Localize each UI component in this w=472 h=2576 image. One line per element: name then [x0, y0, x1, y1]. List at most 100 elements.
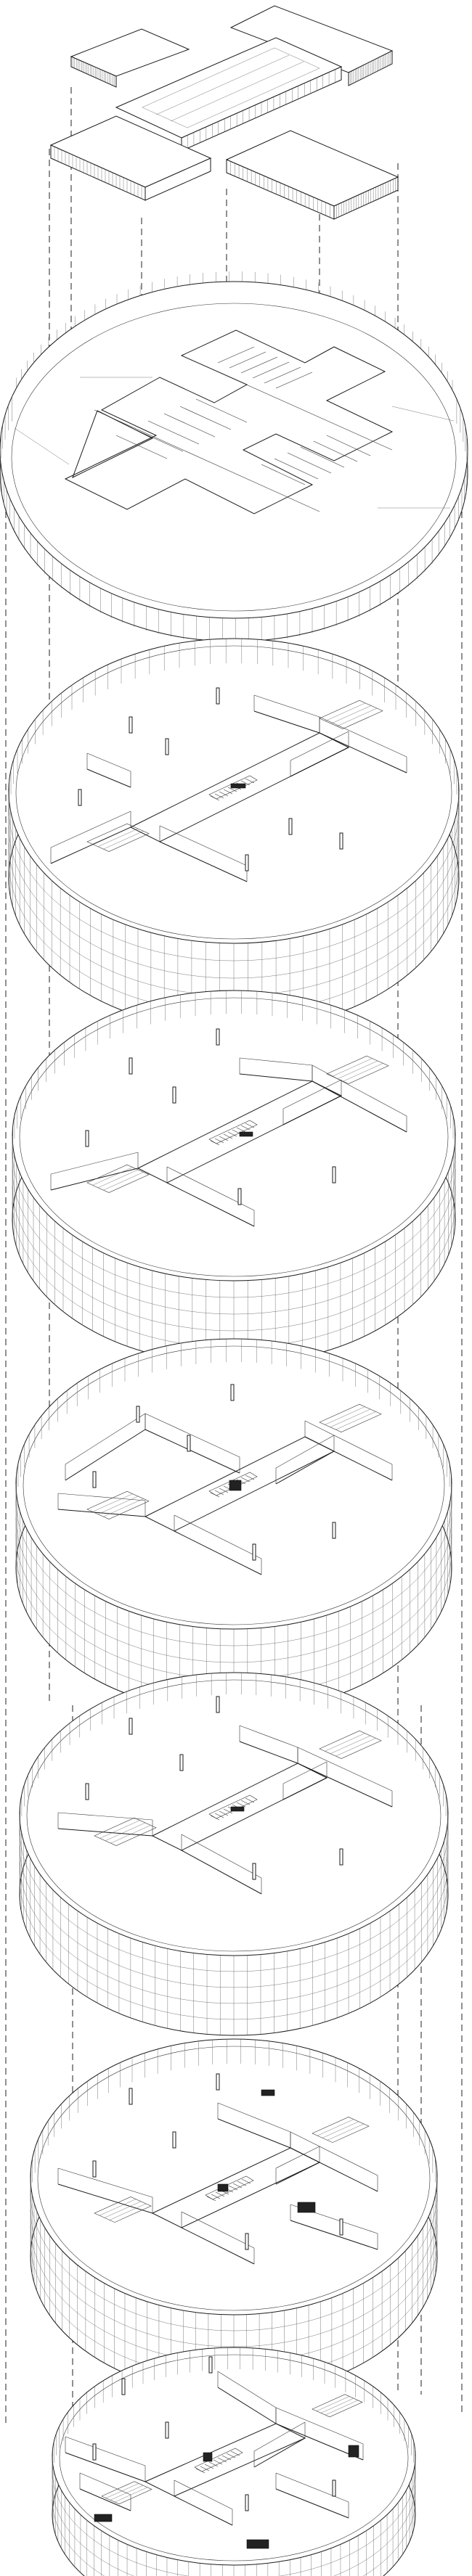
level-6-disc [0, 271, 468, 643]
room-detail [335, 1738, 376, 1757]
column [339, 1848, 343, 1866]
column [129, 1718, 133, 1735]
stair-flight [208, 1472, 258, 1496]
room-detail [97, 1169, 139, 1188]
stair-tread [214, 1490, 224, 1496]
disc-parapet [11, 303, 457, 612]
partition-wall-top [145, 1413, 240, 1458]
floor-edge [19, 997, 449, 1277]
partition-wall [217, 2387, 277, 2424]
partition-wall-top [312, 1065, 407, 1117]
partition-wall [86, 768, 131, 788]
partition [240, 356, 278, 374]
column [92, 2160, 97, 2178]
column [216, 1028, 220, 1046]
disc-top [19, 1672, 449, 1956]
partition [300, 446, 345, 468]
partition-wall [290, 2220, 378, 2250]
column [339, 832, 343, 850]
partition-wall [145, 1429, 240, 1474]
column [208, 2356, 213, 2374]
room-detail [317, 2119, 354, 2136]
stair-tread [213, 2459, 223, 2465]
partition-wall-top [79, 2472, 131, 2495]
facade-transom [12, 1185, 456, 1332]
stair-tread [214, 1138, 224, 1144]
service-room [86, 1490, 150, 1519]
service-room [312, 2117, 370, 2143]
column [288, 818, 293, 835]
wall [94, 409, 320, 512]
column [339, 2218, 343, 2236]
stair-flight [208, 1120, 258, 1144]
room-detail [97, 1496, 139, 1514]
wall [181, 355, 393, 451]
service-room [319, 1403, 382, 1432]
service-room [94, 2196, 152, 2223]
partition-wall-top [275, 2146, 320, 2169]
facade-transom [52, 2485, 416, 2576]
dark-element [229, 1480, 242, 1491]
service-room [86, 1164, 150, 1193]
dark-element [94, 2514, 113, 2522]
room-detail [103, 1172, 144, 1191]
room-detail [110, 1825, 151, 1844]
partition [326, 435, 371, 456]
stair-tread [219, 1810, 229, 1816]
stair-tread [236, 1127, 246, 1133]
column [332, 2479, 336, 2497]
stair-tread [227, 787, 237, 792]
room-detail [110, 2485, 144, 2501]
column [252, 1543, 256, 1561]
partition-wall [297, 1763, 393, 1808]
facade-fins [0, 271, 468, 643]
partition-wall-top [217, 2371, 277, 2408]
room-detail [322, 2121, 359, 2138]
partition-wall-top [290, 731, 349, 761]
room-detail [109, 2203, 147, 2220]
facade-transom [8, 825, 460, 979]
level-5-disc [8, 638, 460, 1031]
partition-wall-top [181, 1834, 262, 1879]
partition-wall-top [319, 716, 407, 758]
column [172, 1086, 176, 1104]
partition [275, 372, 313, 389]
partition-wall [57, 1509, 146, 1517]
facade-transom [30, 2208, 438, 2347]
partition-wall [312, 1080, 407, 1133]
partition [313, 440, 358, 462]
stair-tread [237, 2181, 247, 2186]
dark-element [261, 2089, 275, 2096]
column [129, 716, 133, 734]
room-detail [325, 2400, 359, 2416]
partition-wall [275, 1451, 335, 1485]
room-detail [327, 2123, 365, 2141]
partition-wall-top [275, 2472, 349, 2503]
room-detail [343, 1063, 383, 1082]
stair-tread [223, 1808, 233, 1814]
facade-mullions [54, 52, 396, 218]
facade-transom [15, 1517, 452, 1663]
column [129, 1057, 133, 1075]
column [332, 1522, 336, 1539]
column [245, 854, 249, 871]
facade-transom [15, 1500, 452, 1646]
room-detail [330, 705, 372, 724]
service-room [101, 2481, 152, 2505]
partition-wall [290, 2147, 378, 2192]
stair-tread [240, 1125, 251, 1131]
service-room [319, 700, 383, 729]
room-detail [330, 1408, 371, 1427]
level-4-disc [12, 990, 456, 1365]
roof-slab-edge [145, 157, 211, 201]
stair-flight [194, 2448, 243, 2472]
partition-wall [159, 841, 248, 882]
terrace-line [391, 406, 455, 422]
room-detail [336, 707, 378, 726]
level-0-disc [52, 2347, 416, 2576]
floor-edge [26, 1679, 442, 1952]
service-room [94, 1817, 157, 1846]
room-detail [99, 2199, 137, 2216]
partition-wall [181, 2227, 255, 2265]
partition-wall-top [181, 2211, 255, 2249]
